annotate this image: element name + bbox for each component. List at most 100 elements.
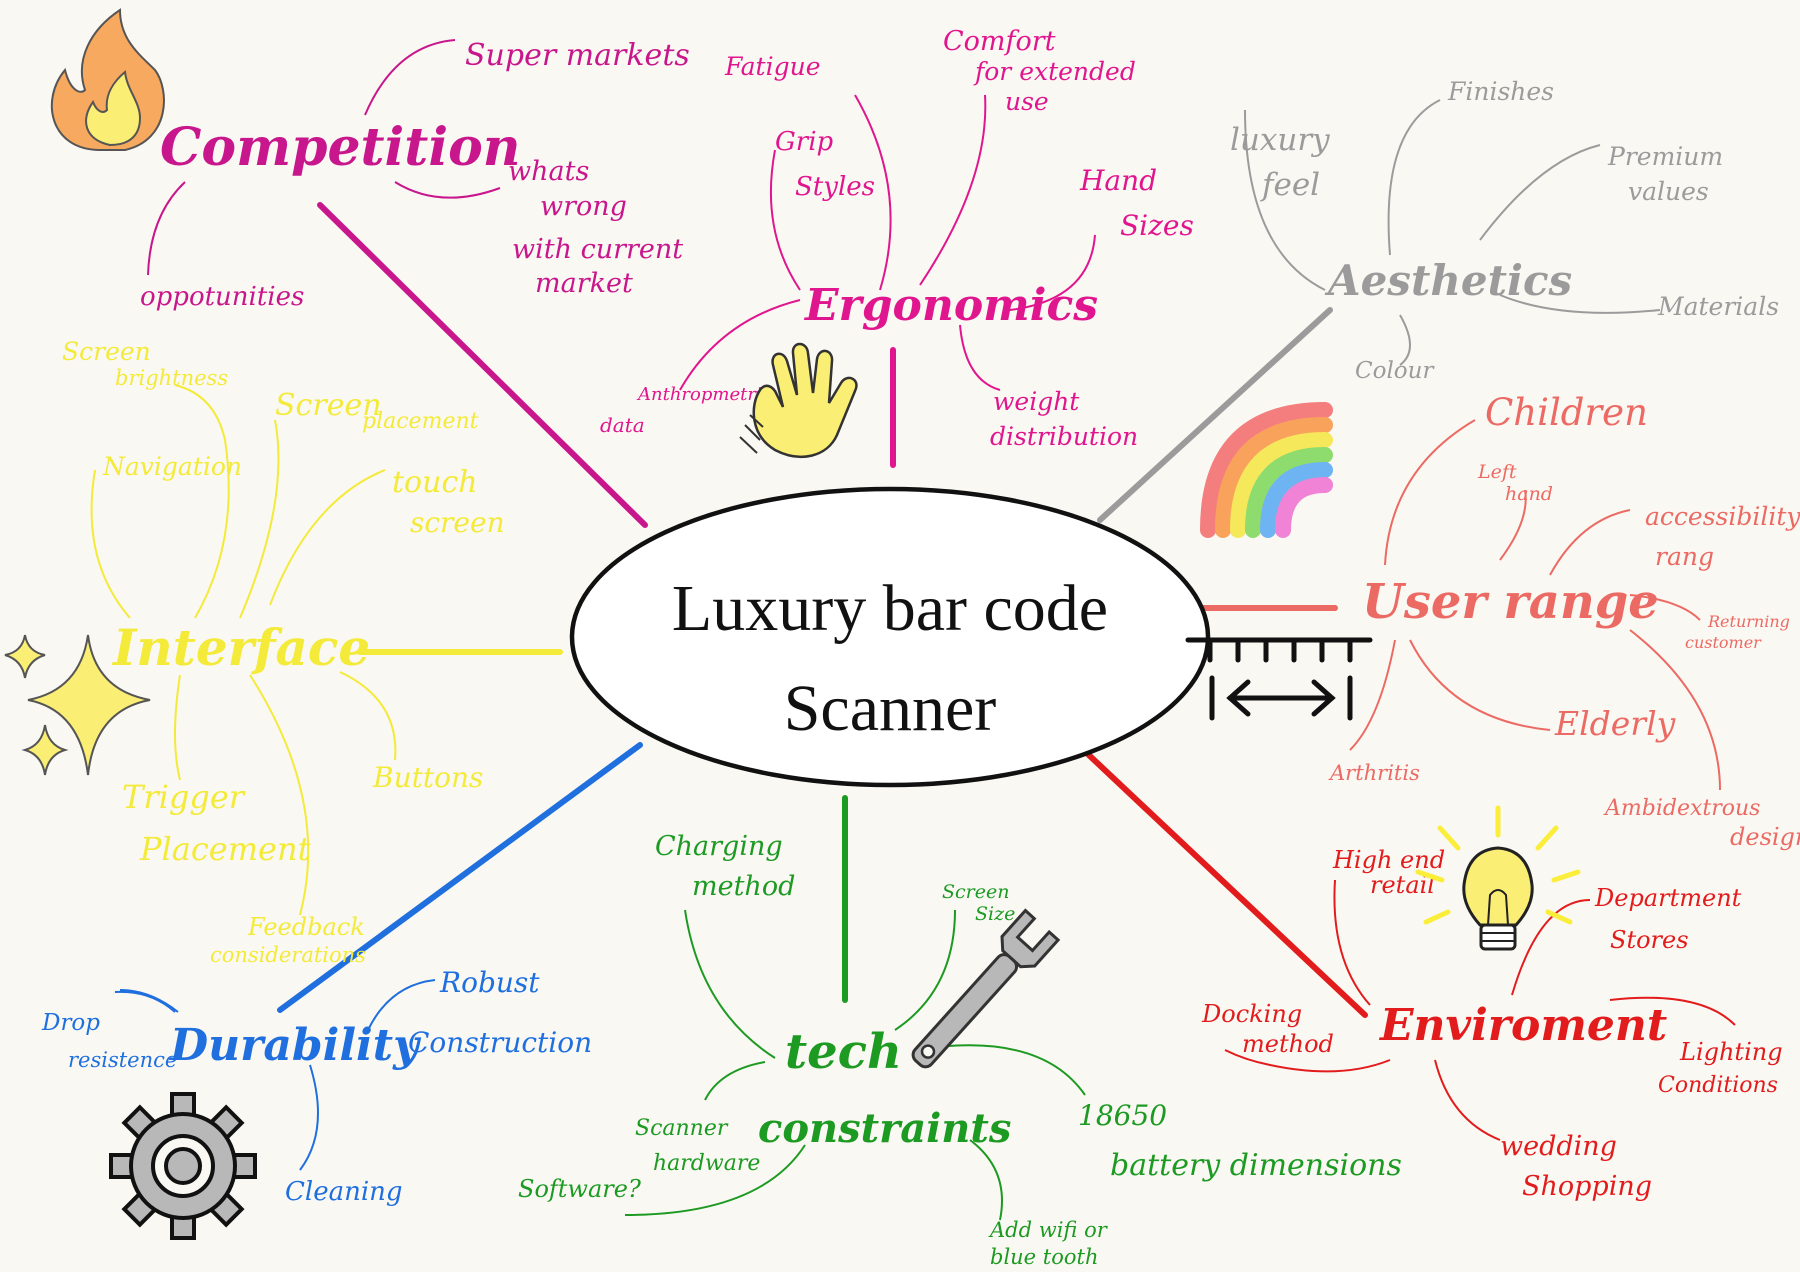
rainbow-icon — [1200, 402, 1333, 538]
environment-item: Stores — [1610, 926, 1689, 954]
tech-item: Charging — [655, 831, 783, 862]
environment-item: High end — [1332, 846, 1445, 874]
branch-environment — [1224, 879, 1736, 1141]
branch-aesthetics-text: Aesthetics luxury feel Finishes Premium … — [1230, 77, 1779, 384]
link — [1499, 489, 1527, 561]
user-range-item: Children — [1485, 391, 1648, 434]
interface-item: Feedback — [247, 913, 365, 941]
durability-item: Robust — [439, 966, 540, 999]
durability-item: Cleaning — [285, 1177, 403, 1207]
branch-interface-text: Interface Screen brightness Screen place… — [62, 337, 505, 967]
interface-item: screen — [410, 506, 505, 539]
link — [959, 324, 1001, 391]
branch-ergonomics-text: Ergonomics Fatigue Comfort for extended … — [600, 26, 1194, 451]
spoke-aesthetics — [1097, 307, 1333, 523]
tech-item: Scanner — [635, 1116, 729, 1141]
aesthetics-item: feel — [1260, 167, 1320, 203]
link — [1434, 1059, 1501, 1141]
link — [394, 181, 501, 199]
interface-item: touch — [392, 465, 478, 500]
link — [1629, 594, 1701, 621]
link — [624, 1144, 806, 1216]
link — [147, 181, 186, 276]
interface-item: Navigation — [102, 452, 242, 481]
aesthetics-item: luxury — [1230, 122, 1330, 158]
ergonomics-item: Hand — [1079, 164, 1157, 197]
link — [769, 149, 801, 291]
link — [1609, 996, 1736, 1026]
competition-title: Competition — [160, 117, 521, 178]
branch-environment-text: Enviroment High end retail Department St… — [1201, 846, 1783, 1202]
lightbulb-icon — [1415, 805, 1581, 951]
durability-title: Durability — [168, 1020, 422, 1071]
link — [299, 1064, 319, 1171]
user-range-item: Ambidextrous — [1603, 796, 1760, 821]
aesthetics-title: Aesthetics — [1324, 256, 1572, 305]
environment-item: Conditions — [1658, 1073, 1778, 1098]
link — [339, 671, 397, 761]
ergonomics-item: distribution — [990, 422, 1138, 451]
branch-durability-text: Durability Drop resistence Robust Constr… — [41, 966, 592, 1207]
competition-item: Super markets — [465, 38, 690, 73]
branch-durability — [114, 979, 436, 1171]
durability-item: Drop — [41, 1010, 100, 1036]
durability-item: resistence — [68, 1048, 177, 1072]
link — [174, 384, 230, 619]
spoke-environment — [1072, 739, 1368, 1018]
user-range-item: rang — [1655, 542, 1714, 571]
link — [1224, 1049, 1391, 1073]
user-range-item: Elderly — [1554, 704, 1676, 743]
branch-tech-text: tech constraints Charging method Screen … — [518, 831, 1402, 1269]
tech-item: blue tooth — [990, 1245, 1098, 1269]
branch-user-range — [1349, 419, 1721, 791]
ergonomics-item: Fatigue — [724, 52, 821, 81]
user-range-item: customer — [1685, 633, 1762, 652]
link — [1499, 294, 1661, 314]
ergonomics-title: Ergonomics — [803, 280, 1098, 331]
user-range-item: design — [1730, 823, 1800, 851]
interface-item: Buttons — [372, 761, 483, 794]
link — [114, 990, 176, 1013]
link — [1384, 419, 1476, 566]
ergonomics-item: data — [600, 413, 645, 437]
link — [174, 674, 181, 781]
link — [1333, 879, 1371, 1006]
spoke-durability — [277, 742, 643, 1013]
environment-item: Lighting — [1679, 1038, 1783, 1066]
link — [1009, 234, 1096, 311]
sparkle-icon — [4, 634, 151, 776]
ergonomics-item: weight — [993, 387, 1080, 416]
link — [119, 989, 179, 1013]
link — [249, 674, 310, 916]
width-range-icon — [1185, 637, 1373, 721]
wrench-icon — [911, 908, 1061, 1069]
branch-aesthetics — [1244, 99, 1661, 366]
tech-item: method — [692, 871, 795, 902]
branch-interface — [90, 384, 397, 916]
interface-item: Placement — [139, 830, 311, 868]
ergonomics-item: Comfort — [943, 26, 1056, 57]
link — [684, 909, 776, 1059]
user-range-item: accessibility — [1645, 502, 1800, 531]
interface-item: considerations — [210, 943, 366, 967]
aesthetics-item: Colour — [1355, 358, 1435, 384]
branch-ergonomics — [679, 94, 1096, 391]
ergonomics-item: Anthropmetric — [636, 384, 772, 405]
interface-item: Screen — [62, 337, 151, 366]
main-spokes — [277, 202, 1368, 1018]
competition-item: with current — [512, 234, 683, 265]
interface-title: Interface — [111, 618, 370, 677]
tech-item: Add wifi or — [988, 1218, 1109, 1242]
tech-item: 18650 — [1078, 1099, 1167, 1132]
link — [364, 39, 456, 116]
tech-item: hardware — [653, 1151, 760, 1176]
interface-item: placement — [362, 409, 479, 434]
link — [854, 94, 892, 291]
center-node: Luxury bar code Scanner — [569, 486, 1211, 788]
center-title-line1: Luxury bar code — [672, 572, 1108, 645]
environment-item: method — [1242, 1030, 1334, 1058]
link — [90, 469, 131, 619]
competition-item: oppotunities — [140, 282, 304, 312]
